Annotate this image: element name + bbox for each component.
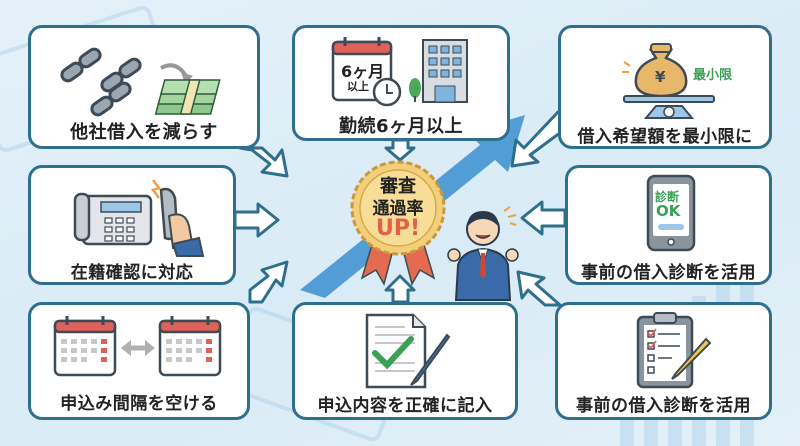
calendar-text-or-more: 以上 [347,80,369,93]
cheering-businessman-icon [447,206,519,301]
rosette-badge-icon [350,160,446,286]
card-employment-6-months: 6ヶ月 以上 勤続6ヶ月以上 [292,25,510,141]
card-space-applications: 申込み間隔を空ける [28,302,250,420]
calendar-text-months: 6ヶ月 [341,62,385,81]
card-label: 申込内容を正確に記入 [317,396,493,416]
yen-symbol: ¥ [655,68,666,86]
clipboard-checklist-icon [636,312,712,389]
card-label: 勤続6ヶ月以上 [338,116,464,137]
ok-text: OK [656,202,681,220]
card-label: 他社借入を減らす [70,122,218,143]
card-minimize-amount: ¥ 最小限 借入希望額を最小限に [558,25,772,149]
card-pre-diagnosis-checklist: 事前の借入診断を活用 [555,302,772,420]
card-reduce-other-loans: 他社借入を減らす [28,25,260,149]
badge-line-3: UP! [375,216,421,241]
card-pre-diagnosis-phone: 診断 OK 事前の借入診断を活用 [565,165,772,285]
calendar-and-building-icon [331,37,468,107]
card-label: 事前の借入診断を活用 [576,396,751,416]
diagnosis-text: 診断 [655,190,680,204]
card-employment-verification: 在籍確認に対応 [28,165,236,285]
document-check-pen-icon [365,313,451,389]
minimum-tag: 最小限 [693,68,733,83]
card-label: 事前の借入診断を活用 [581,263,756,283]
badge-line-1: 審査 [380,176,416,197]
badge-line-2: 通過率 [372,199,424,219]
card-label: 在籍確認に対応 [70,263,194,283]
card-fill-accurately: 申込内容を正確に記入 [292,302,518,420]
two-calendars-icon [53,316,222,377]
smartphone-diagnosis-icon [646,174,696,252]
card-label: 申込み間隔を空ける [60,394,218,414]
broken-chain-to-cash-icon [60,47,221,117]
approval-rate-badge: 審査 通過率 UP! [350,158,446,290]
money-bag-scale-icon [622,43,715,119]
card-label: 借入希望額を最小限に [577,127,753,147]
ringing-phone-icon [73,179,205,257]
